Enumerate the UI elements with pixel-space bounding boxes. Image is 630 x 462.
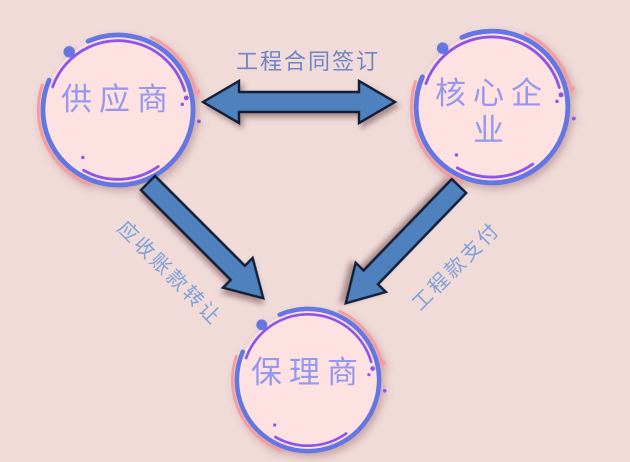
arrow-icon	[344, 177, 468, 305]
node-supplier-label: 供应商	[61, 81, 175, 118]
arrow-project-payment	[329, 170, 476, 320]
edge-label-contract: 工程合同签订	[235, 50, 380, 75]
double-arrow-icon	[200, 78, 398, 126]
arrow-icon	[139, 174, 265, 300]
arrow-receivable-transfer	[132, 167, 280, 315]
arrow-contract-bidirectional	[200, 78, 398, 126]
node-supplier: 供应商	[23, 15, 213, 205]
node-factor-label: 保理商	[251, 354, 365, 391]
node-factor: 保理商	[218, 290, 398, 462]
node-core-enterprise-label: 核心企业	[435, 76, 549, 149]
node-core-enterprise: 核心企业	[396, 11, 588, 203]
